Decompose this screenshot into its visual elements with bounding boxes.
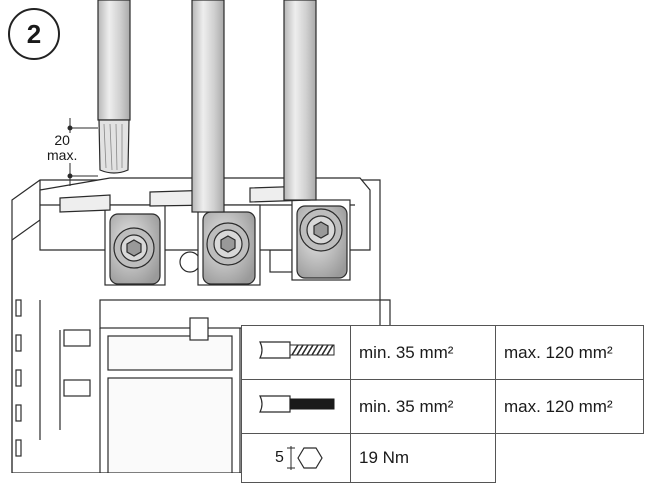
hex-key-size: 5: [275, 449, 284, 466]
cable-spec-table: min. 35 mm² max. 120 mm² min. 35 mm² max…: [241, 325, 644, 483]
cable-inserted-3: [283, 0, 317, 201]
terminal-lug-3: [296, 205, 348, 279]
torque-empty-cell: [496, 434, 644, 483]
stranded-max-section: max. 120 mm²: [495, 325, 644, 380]
breaker-terminal-illustration: [11, 0, 391, 473]
strip-length-unit: max.: [47, 147, 78, 163]
terminal-lug-1: [109, 213, 161, 285]
stranded-min-section: min. 35 mm²: [350, 325, 496, 380]
solid-max-section: max. 120 mm²: [495, 379, 644, 434]
strip-length-label: 20 max.: [46, 132, 79, 163]
step-number: 2: [26, 18, 42, 49]
terminal-lug-2: [202, 211, 256, 285]
solid-cable-icon: [241, 379, 351, 434]
cable-inserted-2: [191, 0, 225, 213]
cable-stripped: [97, 0, 131, 174]
spec-row-stranded: min. 35 mm² max. 120 mm²: [241, 325, 644, 380]
hex-key-icon-cell: 5: [241, 433, 351, 483]
spec-row-solid: min. 35 mm² max. 120 mm²: [241, 379, 644, 434]
spec-row-torque: 5 19 Nm: [241, 433, 644, 483]
stranded-cable-icon: [241, 325, 351, 380]
strip-length-value: 20: [54, 132, 70, 148]
torque-value: 19 Nm: [350, 433, 496, 483]
hex-key-icon: [287, 446, 323, 470]
step-number-badge: 2: [8, 8, 60, 60]
solid-min-section: min. 35 mm²: [350, 379, 496, 434]
